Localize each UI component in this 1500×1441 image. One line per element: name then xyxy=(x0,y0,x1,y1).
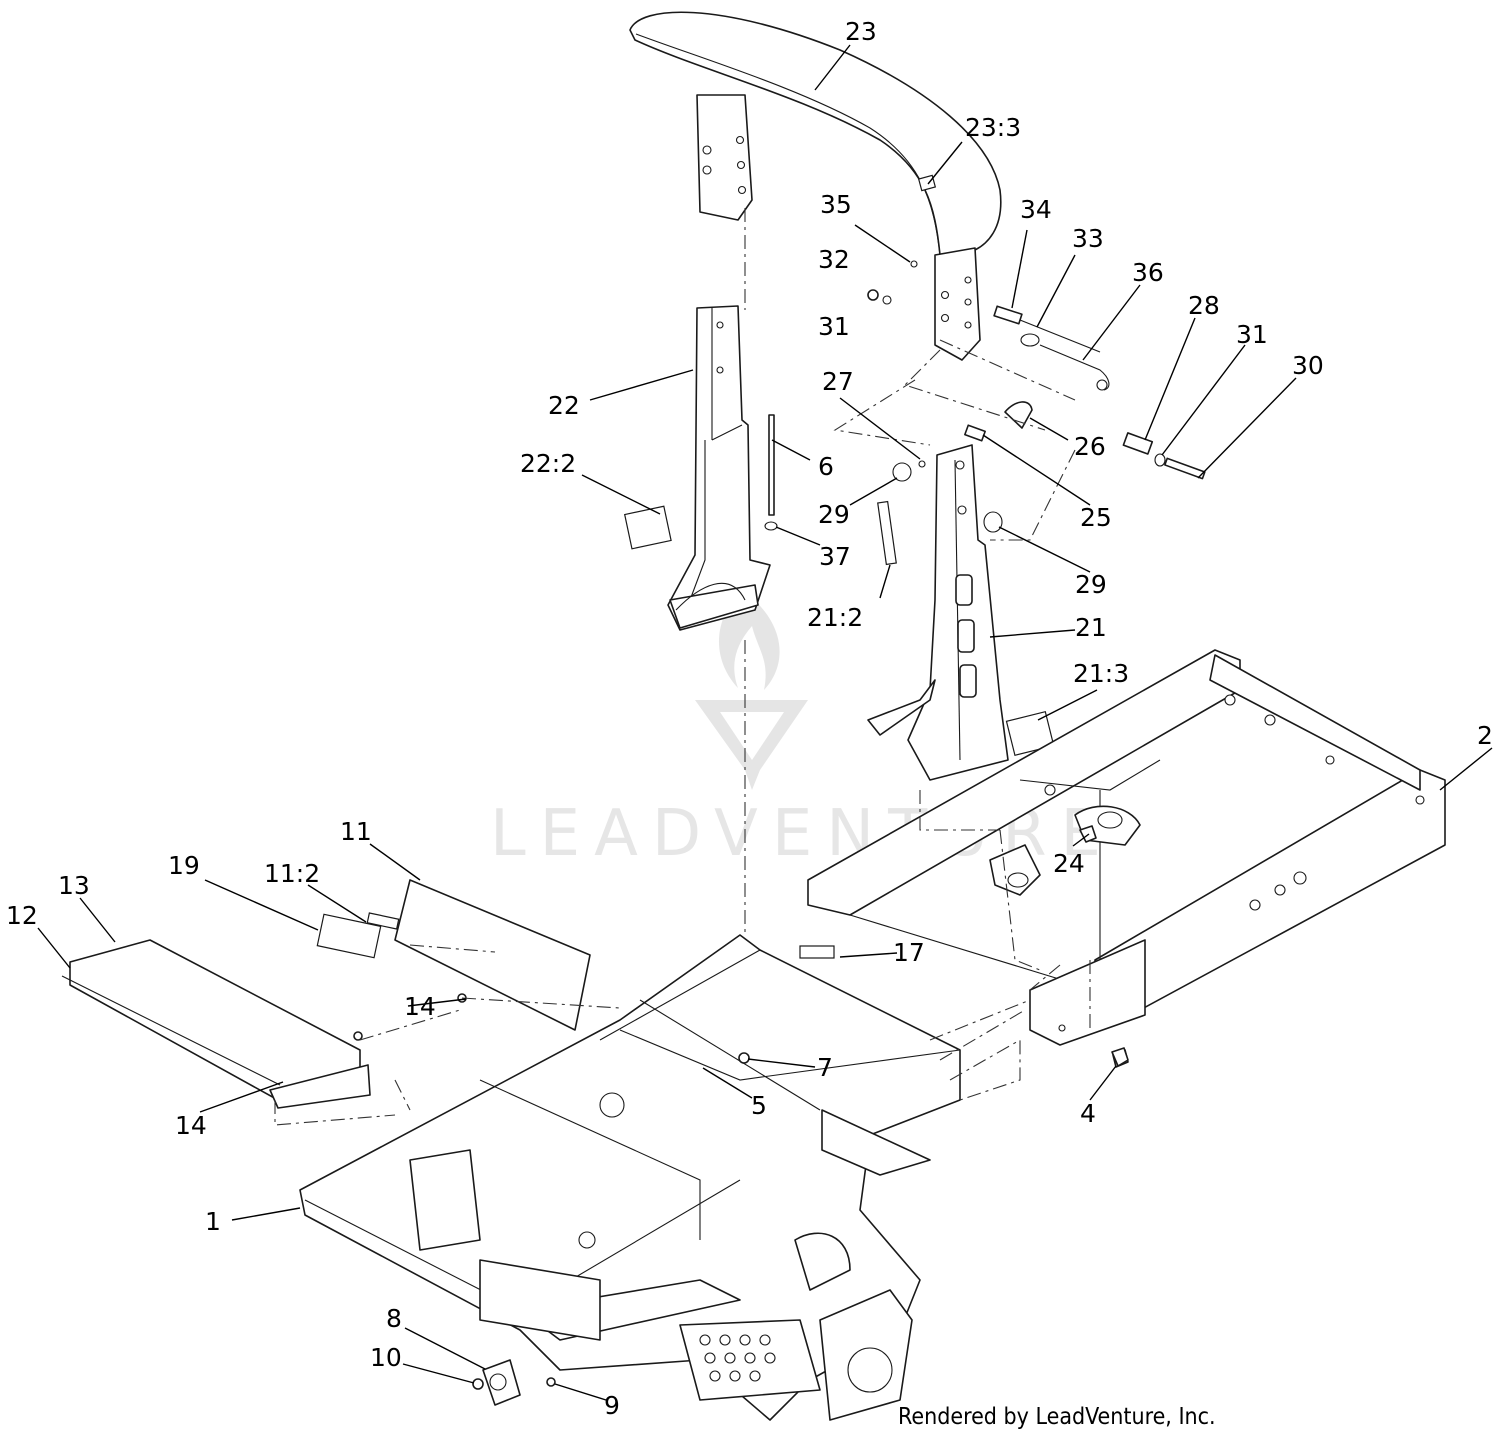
callout-21-3: 21:3 xyxy=(1073,659,1129,688)
callout-6: 6 xyxy=(818,452,834,481)
callout-2: 2 xyxy=(1477,721,1493,750)
callout-31-b: 31 xyxy=(1236,320,1268,349)
callout-35: 35 xyxy=(820,190,852,219)
callout-19: 19 xyxy=(168,851,200,880)
callout-27: 27 xyxy=(822,367,854,396)
callout-22-2: 22:2 xyxy=(520,449,576,478)
main-chassis xyxy=(299,934,961,1421)
rops-left-post xyxy=(623,305,778,631)
callout-31-a: 31 xyxy=(818,312,850,341)
callout-1: 1 xyxy=(205,1207,221,1236)
callout-12: 12 xyxy=(6,901,38,930)
callout-21: 21 xyxy=(1075,613,1107,642)
callout-29-b: 29 xyxy=(1075,570,1107,599)
phantom-lines xyxy=(274,208,1091,1126)
callout-28: 28 xyxy=(1188,291,1220,320)
floor-panels xyxy=(61,879,835,1109)
callout-labels: 23 23:3 35 34 33 36 32 31 28 31 30 22 27… xyxy=(6,17,1493,1420)
leader-lines xyxy=(37,44,1493,1401)
callout-26: 26 xyxy=(1074,432,1106,461)
pin-hardware xyxy=(993,305,1110,391)
rear-frame xyxy=(807,649,1446,1068)
callout-11: 11 xyxy=(340,817,372,846)
callout-36: 36 xyxy=(1132,258,1164,287)
callout-24: 24 xyxy=(1053,849,1085,878)
step-plate-holes xyxy=(699,1334,776,1382)
callout-5: 5 xyxy=(751,1091,767,1120)
callout-32: 32 xyxy=(818,245,850,274)
rops-top-hoop xyxy=(629,11,1002,361)
callout-21-2: 21:2 xyxy=(807,603,863,632)
callout-29-a: 29 xyxy=(818,500,850,529)
callout-9: 9 xyxy=(604,1391,620,1420)
callout-8: 8 xyxy=(386,1304,402,1333)
render-credit: Rendered by LeadVenture, Inc. xyxy=(898,1404,1216,1430)
rops-right-post xyxy=(867,444,1055,781)
callout-13: 13 xyxy=(58,871,90,900)
callout-10: 10 xyxy=(370,1343,402,1372)
callout-23-3: 23:3 xyxy=(965,113,1021,142)
callout-14-b: 14 xyxy=(175,1111,207,1140)
callout-17: 17 xyxy=(893,938,925,967)
callout-25: 25 xyxy=(1080,503,1112,532)
callout-22: 22 xyxy=(548,391,580,420)
callout-11-2: 11:2 xyxy=(264,859,320,888)
callout-30: 30 xyxy=(1292,351,1324,380)
callout-33: 33 xyxy=(1072,224,1104,253)
callout-14-a: 14 xyxy=(404,992,436,1021)
callout-23: 23 xyxy=(845,17,877,46)
callout-4: 4 xyxy=(1080,1099,1096,1128)
callout-34: 34 xyxy=(1020,195,1052,224)
callout-37: 37 xyxy=(819,542,851,571)
callout-7: 7 xyxy=(817,1053,833,1082)
